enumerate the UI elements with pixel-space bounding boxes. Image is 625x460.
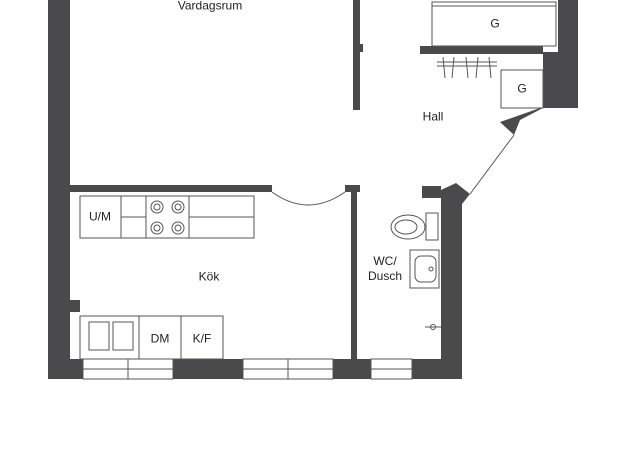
fridge-freezer-unit [180, 315, 224, 360]
window-south-mid [242, 358, 334, 380]
west-wall [48, 0, 70, 379]
fixture-label-oven: U/M [89, 209, 111, 224]
oven-unit [79, 195, 122, 239]
room-label-hall: Hall [422, 109, 444, 124]
window-south-left [82, 358, 174, 380]
clothes-rail-icon [437, 56, 497, 79]
room-label-kitchen: Kök [198, 269, 220, 284]
washbasin-icon [409, 249, 440, 289]
fixture-label-wardrobe-upper: G [490, 16, 500, 31]
wardrobe-upper [431, 1, 557, 47]
partition-kitchen-top-left [70, 185, 272, 192]
entrance-door-leaf [469, 134, 515, 195]
fixture-label-wardrobe-lower: G [517, 81, 527, 96]
window-south-bath [370, 358, 413, 380]
partition-living-hall [353, 0, 360, 110]
south-wall-left [48, 359, 83, 379]
south-wall-mid [173, 359, 243, 379]
sink-icon [88, 321, 134, 351]
kitchen-west-nib [70, 300, 80, 312]
fixture-label-fridge-freezer: K/F [192, 331, 212, 346]
partition-kitchen-top-right [345, 185, 360, 192]
wardrobe-lower [500, 69, 544, 109]
fixture-label-dishwasher: DM [150, 331, 170, 346]
bath-east-wall [441, 190, 462, 379]
room-label-living: Vardagsrum [177, 0, 243, 13]
north-east-wall [420, 46, 543, 54]
partition-kitchen-bath [351, 192, 357, 372]
room-label-bath-line2: Dusch [367, 269, 403, 283]
stove-icon [145, 195, 190, 239]
toilet-icon [390, 212, 439, 241]
kitchen-door-swing [271, 191, 346, 206]
dishwasher-unit [138, 315, 182, 360]
room-label-bath: WC/ Dusch [368, 254, 402, 284]
room-label-bath-line1: WC/ [373, 254, 397, 268]
entrance-corner-wall [500, 0, 578, 135]
partition-stub [360, 44, 363, 52]
shower-icon [425, 324, 441, 330]
bath-corner-wall [422, 183, 470, 215]
